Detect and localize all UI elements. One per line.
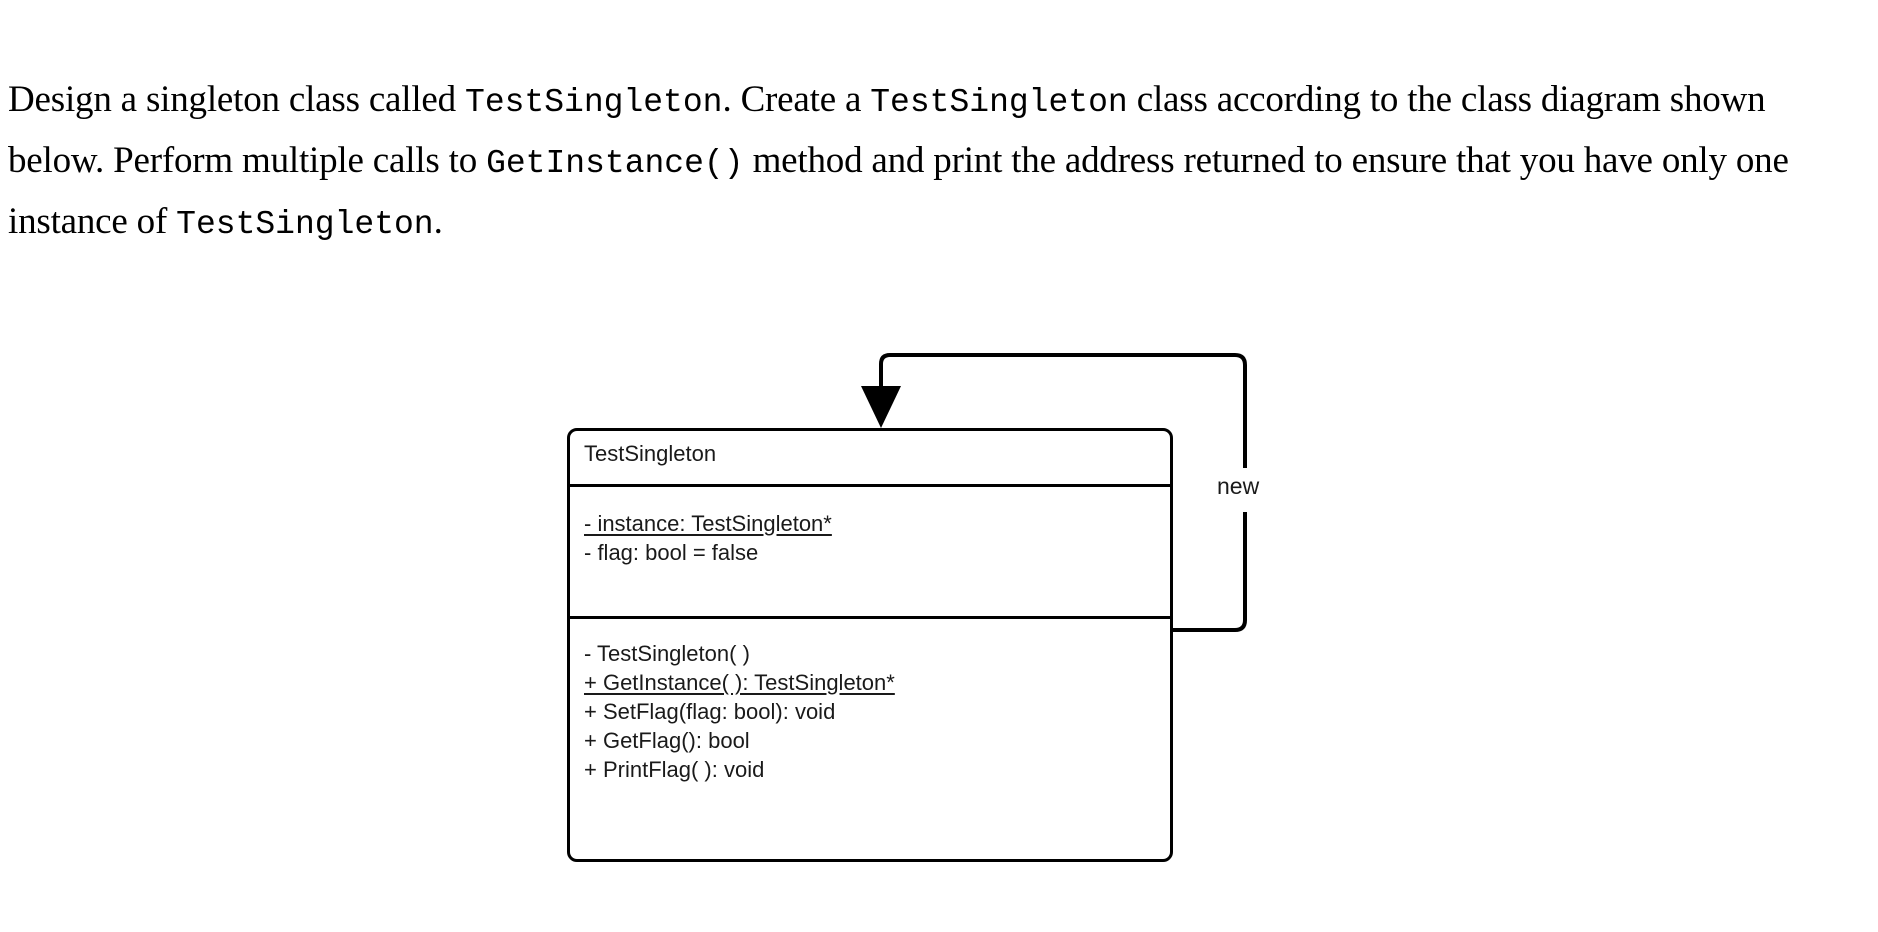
class-name: TestSingleton	[584, 441, 717, 466]
class-name-compartment: TestSingleton	[570, 431, 1170, 487]
class-operation: + GetInstance( ): TestSingleton*	[584, 670, 895, 695]
connector-elbow	[879, 353, 891, 365]
code-identifier: GetInstance()	[486, 145, 744, 182]
association-label-new: new	[1212, 470, 1265, 502]
code-identifier: TestSingleton	[176, 206, 434, 243]
prose-text: . Create a	[722, 79, 871, 120]
class-operation: - TestSingleton( )	[584, 641, 750, 666]
prose-text: class according to the class diagram sho…	[8, 79, 1766, 181]
prose-text: Design a singleton class called	[8, 79, 466, 120]
class-operation: + GetFlag(): bool	[584, 728, 750, 753]
operations-compartment: - TestSingleton( ) + GetInstance( ): Test…	[570, 619, 1170, 859]
prose-text: method and print the address returned to…	[8, 140, 1789, 242]
association-arrowhead	[861, 386, 901, 428]
class-operation: + SetFlag(flag: bool): void	[584, 699, 836, 724]
class-attribute: - instance: TestSingleton*	[584, 511, 832, 536]
class-attribute: - flag: bool = false	[584, 540, 759, 565]
prose-text: .	[433, 201, 443, 242]
attributes-compartment: - instance: TestSingleton* - flag: bool =…	[570, 487, 1170, 619]
class-operation: + PrintFlag( ): void	[584, 757, 765, 782]
uml-class-box: TestSingleton - instance: TestSingleton*…	[567, 428, 1173, 862]
task-description: Design a singleton class called TestSing…	[8, 71, 1870, 254]
code-identifier: TestSingleton	[870, 84, 1128, 121]
code-identifier: TestSingleton	[465, 84, 723, 121]
